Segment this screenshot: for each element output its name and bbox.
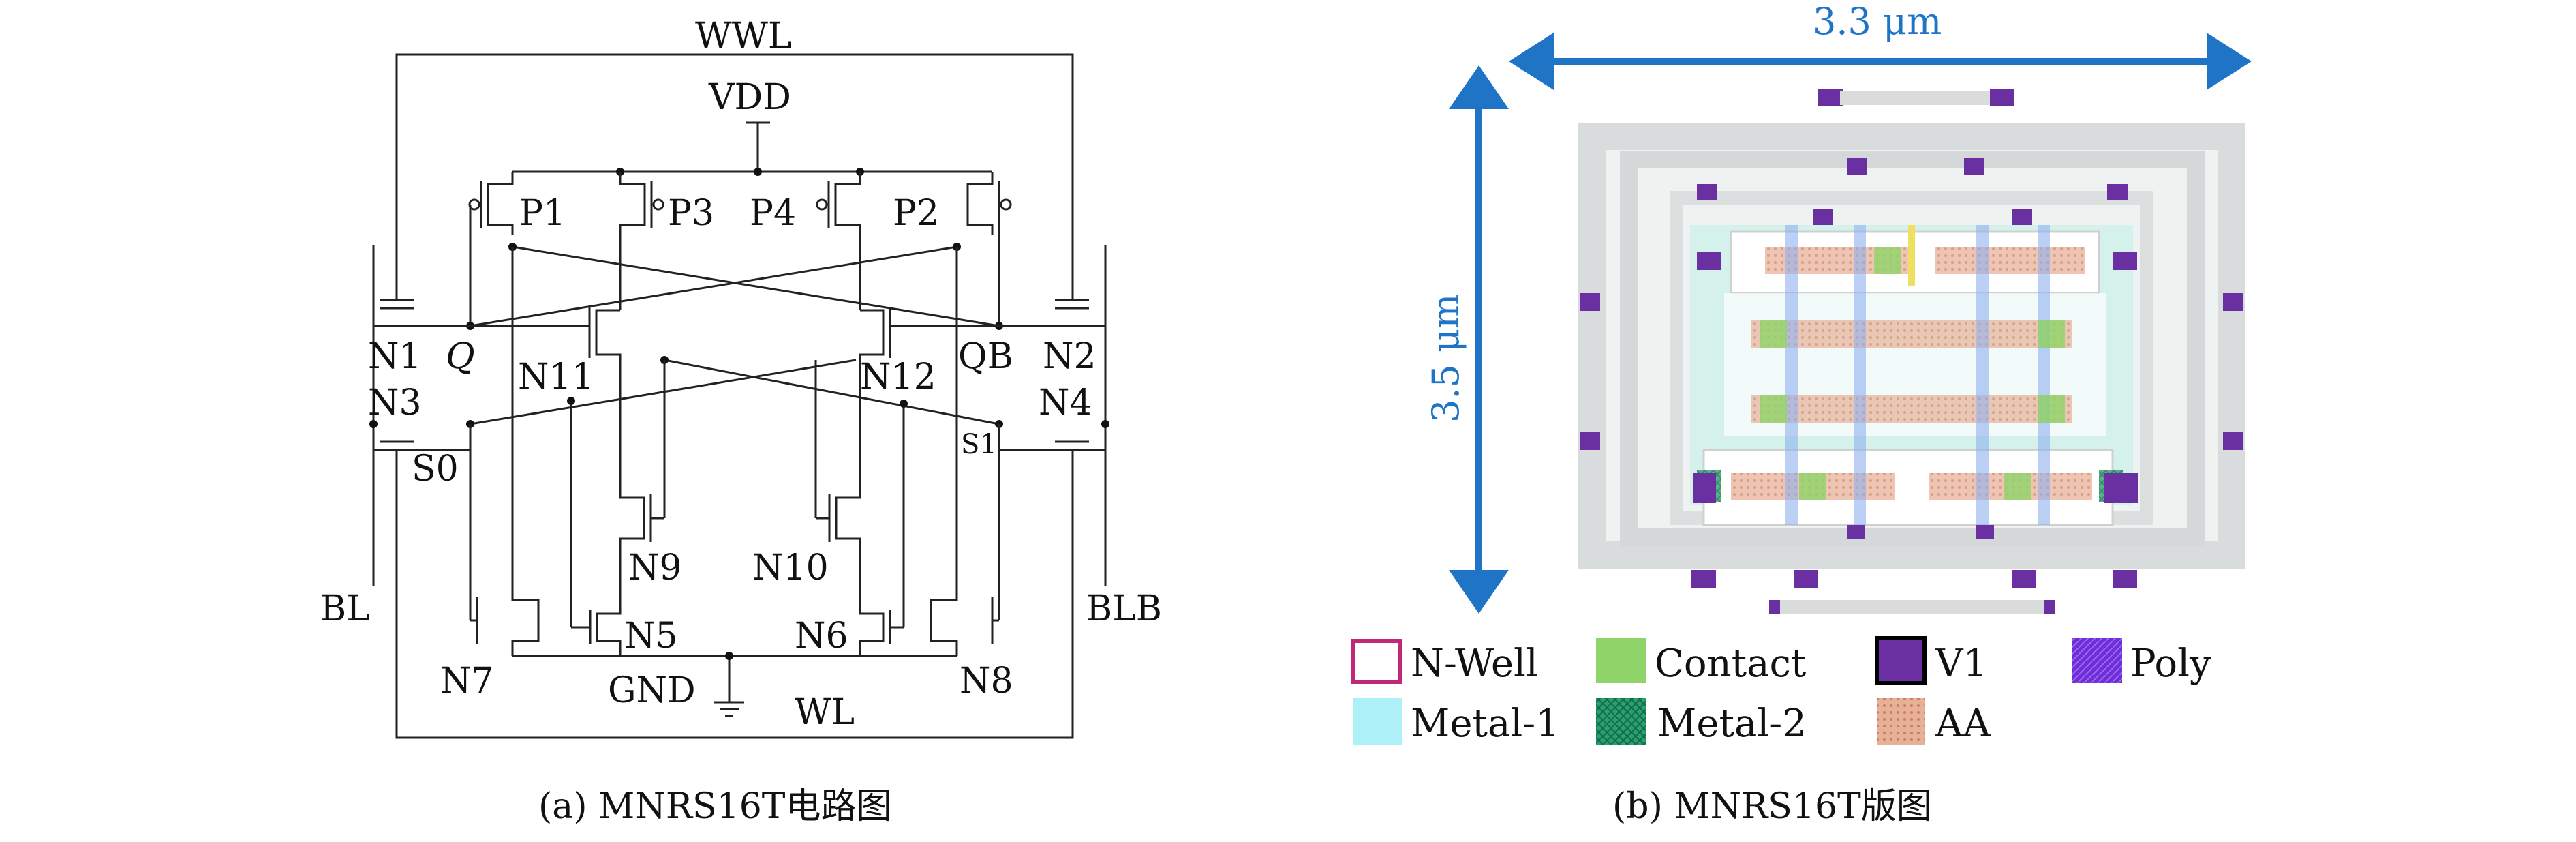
nmos-n8 (930, 247, 1000, 656)
wl-wire (395, 450, 1074, 739)
label-n4: N4 (1039, 382, 1092, 423)
label-gnd: GND (608, 670, 696, 711)
caption-b: (b) MNRS16T版图 (1612, 786, 1932, 827)
nmos-n1-n3 (369, 293, 472, 451)
layout-drawing: 3.3 μm 3.5 μm (1351, 0, 2252, 827)
label-q: Q (446, 336, 475, 377)
svg-text:Poly: Poly (2130, 642, 2211, 686)
label-wl: WL (795, 692, 855, 733)
label-s1: S1 (961, 429, 997, 460)
label-s0: S0 (412, 449, 459, 490)
width-arrow: 3.3 μm (1509, 0, 2252, 90)
pmos-p3 (619, 172, 664, 310)
nmos-n7 (469, 247, 540, 656)
nmos-n11 (470, 307, 622, 395)
pmos-p4 (816, 172, 861, 310)
label-p3: P3 (668, 193, 714, 234)
label-p1: P1 (519, 193, 566, 234)
label-n3: N3 (368, 382, 422, 423)
label-n12: N12 (860, 357, 936, 397)
label-vdd: VDD (708, 77, 791, 118)
label-n2: N2 (1043, 336, 1097, 377)
nmos-n12 (859, 307, 999, 395)
label-wwl: WWL (695, 16, 791, 57)
legend-v1: V1 (1875, 636, 1987, 686)
label-bl: BL (320, 588, 370, 629)
label-n8: N8 (960, 661, 1013, 702)
label-n11: N11 (518, 357, 594, 397)
label-p2: P2 (893, 193, 939, 234)
label-blb: BLB (1086, 588, 1162, 629)
legend-metal-1: Metal-1 (1353, 698, 1560, 746)
layout-legend: N-Well Contact V1 Poly Metal-1 Metal-2 (1351, 636, 2211, 746)
svg-text:Metal-2: Metal-2 (1657, 702, 1807, 746)
cross-wire-4 (664, 359, 1000, 425)
height-arrow: 3.5 μm (1424, 65, 1509, 614)
nmos-n9 (619, 360, 666, 600)
svg-text:AA: AA (1935, 702, 1991, 746)
legend-poly: Poly (2072, 638, 2211, 686)
svg-text:N-Well: N-Well (1411, 642, 1538, 686)
cross-wire-2 (470, 245, 957, 327)
height-label: 3.5 μm (1424, 294, 1467, 423)
width-label: 3.3 μm (1813, 0, 1942, 43)
label-n6: N6 (795, 616, 848, 657)
legend-n-well: N-Well (1351, 639, 1538, 686)
legend-contact: Contact (1596, 638, 1807, 686)
svg-text:Metal-1: Metal-1 (1411, 702, 1560, 746)
label-p4: P4 (750, 193, 796, 234)
label-n10: N10 (752, 547, 829, 588)
label-n7: N7 (440, 661, 494, 702)
circuit-schematic: WWL VDD P1 P3 P4 P2 N1 Q N11 QB N2 N12 N… (320, 16, 1162, 827)
label-n5: N5 (624, 616, 678, 657)
pmos-p2 (966, 172, 1012, 235)
label-qb: QB (958, 336, 1013, 377)
legend-metal-2: Metal-2 (1596, 698, 1807, 746)
pmos-p1 (468, 172, 514, 235)
nmos-n10 (814, 360, 861, 600)
caption-a: (a) MNRS16T电路图 (538, 786, 891, 827)
svg-text:V1: V1 (1935, 642, 1987, 686)
label-n9: N9 (628, 547, 682, 588)
nmos-n6 (859, 400, 908, 656)
cross-wire-3 (470, 359, 857, 425)
nmos-n5 (567, 397, 622, 656)
legend-aa: AA (1877, 698, 1991, 746)
wwl-wire (395, 53, 1074, 300)
cross-wire-1 (512, 245, 1000, 327)
layout-chip (1578, 89, 2245, 614)
svg-text:Contact: Contact (1655, 642, 1807, 686)
label-n1: N1 (368, 336, 422, 377)
